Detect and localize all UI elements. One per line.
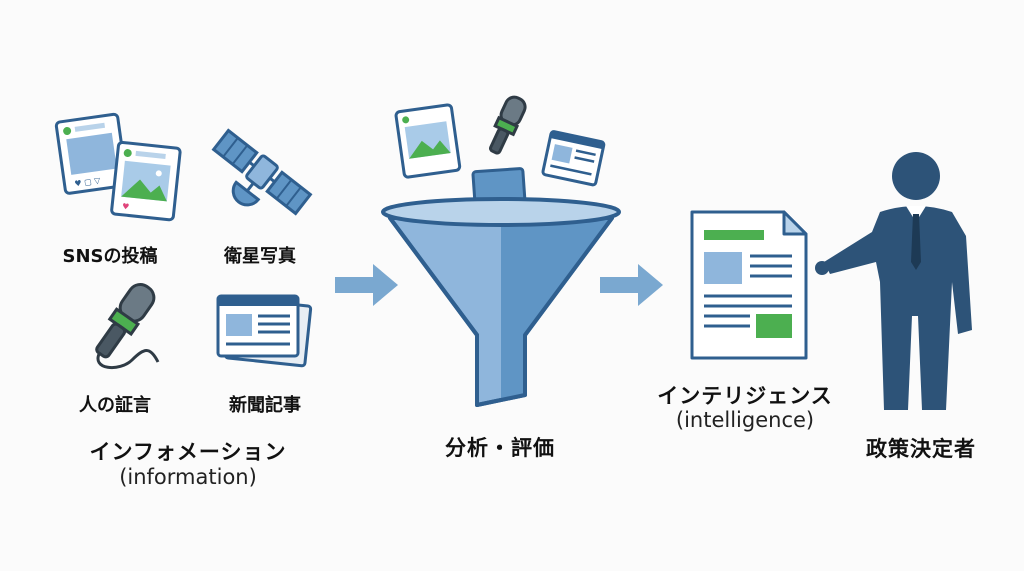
decision-maker-label: 政策決定者 [866,437,976,461]
svg-text:♥: ♥ [122,202,130,212]
funnel-microphone-icon [489,95,527,155]
sns-post-label: SNSの投稿 [62,246,158,267]
funnel-photo-icon [394,103,462,179]
satellite-photo-label: 衛星写真 [224,246,296,267]
arrow-to-funnel [335,264,398,306]
satellite-icon [211,128,313,216]
decision-maker-person-icon [815,152,972,410]
intelligence-report-icon [690,210,808,360]
information-label: インフォメーション [89,440,287,464]
intelligence-label: インテリジェンス [657,384,833,408]
intelligence-sub-label: (intelligence) [675,408,815,432]
sns-post-icon: ♥ ▢ ▽ ♥ [54,112,182,222]
funnel-newspaper-icon [541,130,606,187]
newspaper-label: 新聞記事 [229,395,301,416]
testimony-label: 人の証言 [79,395,151,416]
information-sub-label: (information) [119,465,257,489]
funnel-icon [381,197,621,407]
newspaper-icon [216,294,313,368]
svg-text:♥ ▢ ▽: ♥ ▢ ▽ [74,176,102,189]
analysis-label: 分析・評価 [445,436,555,460]
microphone-icon [95,282,160,370]
arrow-to-intelligence [600,264,663,306]
